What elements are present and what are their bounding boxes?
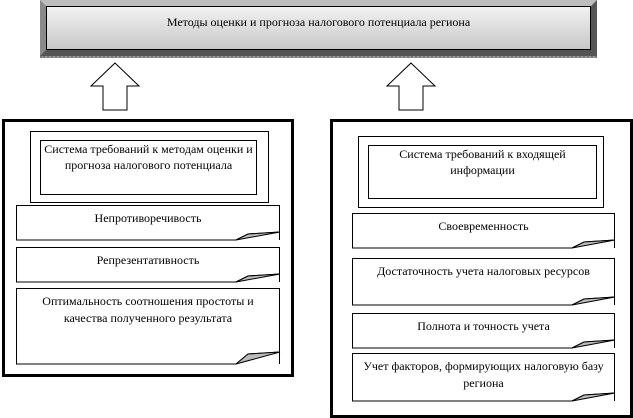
requirement-label: Достаточность учета налоговых ресурсов [377,264,590,278]
page-fold-icon [352,239,616,249]
page-fold-icon [16,231,281,241]
requirement-item: Полнота и точность учета [352,313,616,349]
up-arrow-icon [386,62,437,111]
requirement-label: Учет факторов, формирующих налоговую баз… [363,359,604,390]
requirement-item: Достаточность учета налоговых ресурсов [352,258,616,306]
banner-bevel [40,0,597,56]
page-fold-icon [352,296,616,306]
information-header: Система требований к входящей информации [368,145,597,199]
page-fold-icon [352,392,616,402]
requirement-label: Полнота и точность учета [417,319,550,333]
requirement-item: Непротиворечивость [16,205,281,241]
up-arrow-icon [90,62,141,111]
requirement-label: Оптимальность соотношения простоты и кач… [42,294,254,325]
page-fold-icon [352,339,616,349]
requirement-item: Своевременность [352,213,616,249]
page-fold-icon [16,351,281,365]
title-banner: Методы оценки и прогноза налогового поте… [40,0,597,58]
requirement-item: Репрезентативность [16,247,281,283]
banner-title: Методы оценки и прогноза налогового поте… [46,6,591,50]
requirement-label: Репрезентативность [96,253,200,267]
methods-header: Система требований к методам оценки и пр… [40,140,257,195]
page-fold-icon [16,273,281,283]
requirement-label: Непротиворечивость [94,211,202,225]
requirement-item: Оптимальность соотношения простоты и кач… [16,288,281,365]
requirement-label: Своевременность [438,219,529,233]
requirement-item: Учет факторов, формирующих налоговую баз… [352,353,616,402]
